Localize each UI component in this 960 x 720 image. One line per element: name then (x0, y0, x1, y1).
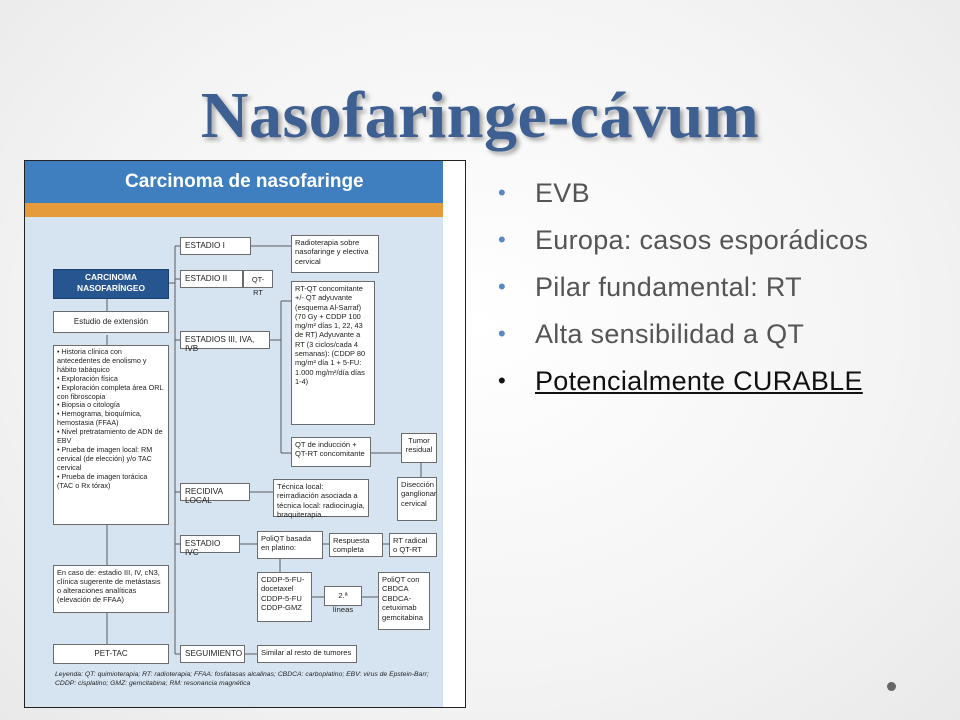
flowchart-legend: Leyenda: QT: quimioterapia; RT: radioter… (55, 671, 429, 687)
node-rt-qt-concomitante: RT-QT concomitante +/- QT adyuvante (esq… (291, 281, 375, 425)
node-qt-rt: QT-RT (243, 270, 273, 297)
bullet-item: •Europa: casos esporádicos (498, 225, 869, 255)
node-estudio-extension: Estudio de extensión (53, 311, 169, 333)
node-estadio-ivc: ESTADIO IVC (180, 535, 240, 557)
bullet-dot-icon: • (498, 368, 507, 393)
bullet-dot-icon: • (498, 227, 507, 252)
flowchart-figure: Carcinoma de nasofaringe (24, 160, 466, 708)
node-similar-resto: Similar al resto de tumores (257, 645, 357, 663)
node-estadio-ii: ESTADIO II (180, 270, 243, 288)
node-historia-clinica: • Historia clínica con antecedentes de e… (53, 345, 169, 525)
node-poliqt-cbdca: PoliQT con CBDCA CBDCA-cetuximab gemcita… (378, 572, 430, 630)
slide-title: Nasofaringe-cávum (200, 79, 760, 152)
flowchart-margin (443, 161, 465, 707)
node-cddp-regimens: CDDP-5-FU-docetaxel CDDP-5-FU CDDP-GMZ (257, 572, 312, 622)
node-en-caso-de: En caso de: estadio III, IV, cN3, clínic… (53, 565, 169, 613)
node-estadio-i: ESTADIO I (180, 237, 251, 255)
flowchart-title: Carcinoma de nasofaringe (25, 161, 443, 203)
node-seguimiento: SEGUIMIENTO (180, 645, 245, 663)
node-segundas-lineas: 2.ª líneas (324, 586, 362, 614)
node-pet-tac: PET-TAC (53, 644, 169, 664)
node-poliqt-platino: PoliQT basada en platino: (257, 531, 323, 559)
node-estadios-iii-iva-ivb: ESTADIOS III, IVA, IVB (180, 331, 270, 353)
bullet-list: •EVB •Europa: casos esporádicos •Pilar f… (498, 178, 918, 413)
bullet-item: •Pilar fundamental: RT (498, 272, 802, 302)
bullet-item: •Alta sensibilidad a QT (498, 319, 805, 349)
bullet-item-curable: •Potencialmente CURABLE (498, 366, 863, 396)
bullet-dot-icon: • (498, 180, 507, 205)
node-diseccion-ganglionar: Disección ganglionar cervical (397, 477, 437, 521)
node-respuesta-completa: Respuesta completa (329, 533, 383, 557)
bullet-dot-icon: • (498, 274, 507, 299)
bullet-item: •EVB (498, 178, 590, 208)
node-carcinoma-nasofaringeo: CARCINOMA NASOFARÍNGEO (53, 269, 169, 299)
node-rt-radical: RT radical o QT-RT (389, 533, 437, 557)
bullet-dot-icon: • (498, 321, 507, 346)
node-tumor-residual: Tumor residual (401, 433, 437, 463)
node-recidiva-local: RECIDIVA LOCAL (180, 483, 250, 505)
node-qt-induccion: QT de inducción + QT-RT concomitante (291, 437, 371, 467)
flowchart-accent-strip (25, 203, 443, 217)
slide-indicator-dot (887, 682, 896, 691)
node-tecnica-local: Técnica local: reirradiación asociada a … (273, 479, 369, 519)
node-radioterapia: Radioterapia sobre nasofaringe y electiv… (291, 235, 379, 273)
